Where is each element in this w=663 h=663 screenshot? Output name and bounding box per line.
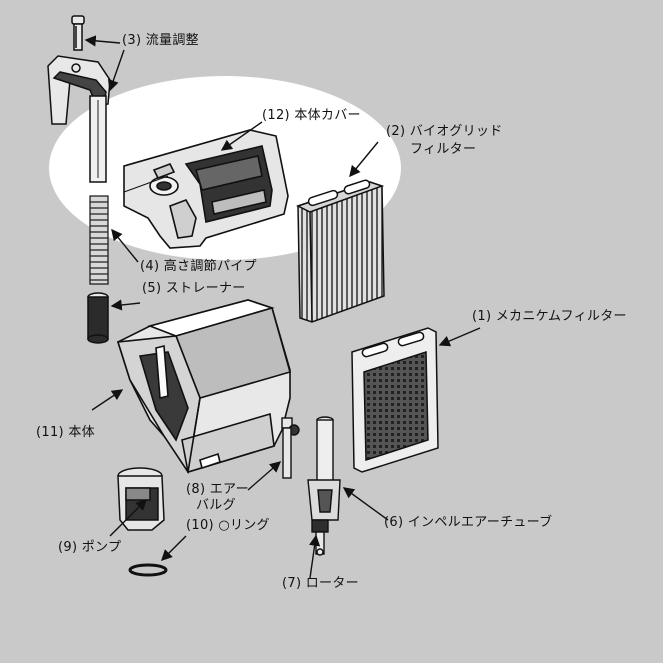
arrow-mechanical-filter — [438, 327, 481, 347]
arrow-rotor — [309, 534, 321, 579]
body-cover — [123, 129, 289, 249]
arrow-impeller-tube — [342, 487, 389, 521]
leader-arrows — [84, 35, 481, 579]
label-main-body: (11) 本体 — [36, 425, 95, 440]
label-air-valve-line2: バルグ — [196, 498, 236, 513]
arrow-main-body — [91, 389, 124, 411]
label-mechanical-filter: (1) メカニケムフィルター — [472, 309, 627, 324]
impeller-air-tube — [307, 416, 341, 521]
label-flow-adjust: (3) 流量調整 — [122, 33, 199, 48]
strainer — [87, 292, 109, 344]
label-strainer: (5) ストレーナー — [142, 281, 246, 296]
label-body-cover: (12) 本体カバー — [262, 108, 361, 123]
main-body — [116, 299, 291, 475]
outlet-pipe — [89, 95, 107, 183]
arrow-o-ring — [161, 535, 187, 561]
label-o-ring: (10) ○リング — [186, 518, 270, 533]
label-bio-grid-filter-line2: フィルター — [410, 142, 477, 157]
height-adjust-pipe — [89, 195, 109, 285]
o-ring — [128, 563, 168, 577]
arrow-strainer — [110, 299, 141, 311]
arrow-flow-adjust-knob — [84, 35, 121, 47]
arrow-pump — [109, 499, 147, 537]
label-rotor: (7) ローター — [282, 576, 359, 591]
flow-adjust-knob — [71, 15, 85, 51]
arrow-air-valve — [247, 461, 282, 491]
arrow-bio-grid-filter — [349, 141, 379, 178]
label-bio-grid-filter-line1: (2) バイオグリッド — [386, 124, 503, 139]
label-height-pipe: (4) 高さ調節パイプ — [140, 259, 257, 274]
arrow-flow-adjust-head — [107, 49, 125, 92]
label-impeller-tube: (6) インペルエアーチューブ — [384, 515, 553, 530]
mechanical-chem-filter — [351, 327, 439, 473]
arrow-body-cover — [220, 121, 263, 151]
bio-grid-filter — [296, 179, 385, 323]
label-air-valve-line1: (8) エアー — [186, 482, 249, 497]
arrow-height-pipe — [111, 228, 139, 263]
label-pump: (9) ポンプ — [58, 540, 122, 555]
air-valve — [281, 417, 300, 479]
